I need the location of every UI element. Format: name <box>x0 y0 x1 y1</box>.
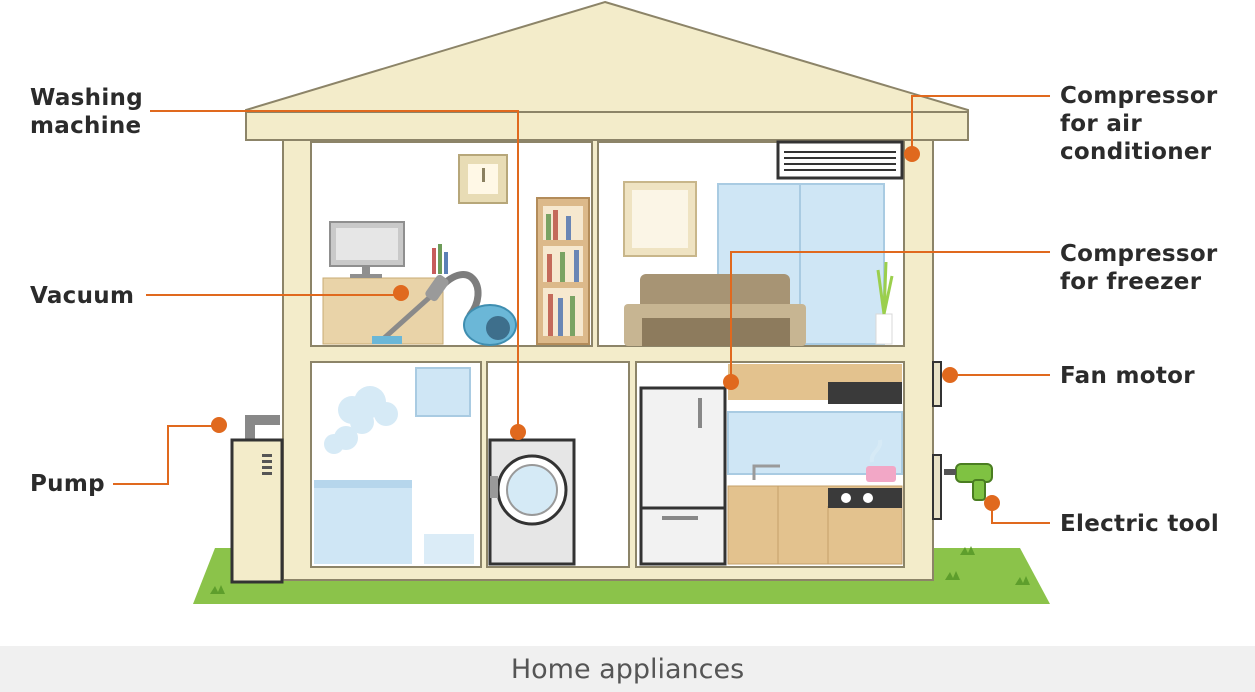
vacuum-icon <box>372 271 517 346</box>
caption-bar: Home appliances <box>0 646 1255 692</box>
leader-lines <box>113 95 1050 524</box>
dot-vacuum <box>393 285 409 301</box>
fan-motor-icon <box>932 361 942 407</box>
dot-compressor-freezer <box>723 374 739 390</box>
house-diagram <box>113 0 1050 604</box>
electric-drill-icon <box>944 463 993 501</box>
washing-machine-icon <box>488 438 576 566</box>
dot-fan-motor <box>942 367 958 383</box>
label-electric-tool: Electric tool <box>1060 511 1220 537</box>
dot-pump <box>211 417 227 433</box>
air-conditioner-icon <box>776 140 904 180</box>
callout-dots <box>211 146 1000 511</box>
label-fan-motor: Fan motor <box>1060 363 1195 389</box>
label-pump: Pump <box>30 471 105 497</box>
dot-electric-tool <box>984 495 1000 511</box>
label-compressor-freezer: Compressor for freezer <box>1060 241 1218 295</box>
water-heater-pump-icon <box>230 415 284 584</box>
caption-text: Home appliances <box>510 653 745 685</box>
grass-tufts <box>210 546 1030 594</box>
label-washing-machine: Washing machine <box>30 85 143 139</box>
house-roof <box>245 0 969 141</box>
refrigerator-icon <box>639 386 727 566</box>
label-vacuum: Vacuum <box>30 283 135 309</box>
label-compressor-ac: Compressor for air conditioner <box>1060 83 1218 165</box>
dot-washing-machine <box>510 424 526 440</box>
dot-compressor-ac <box>904 146 920 162</box>
